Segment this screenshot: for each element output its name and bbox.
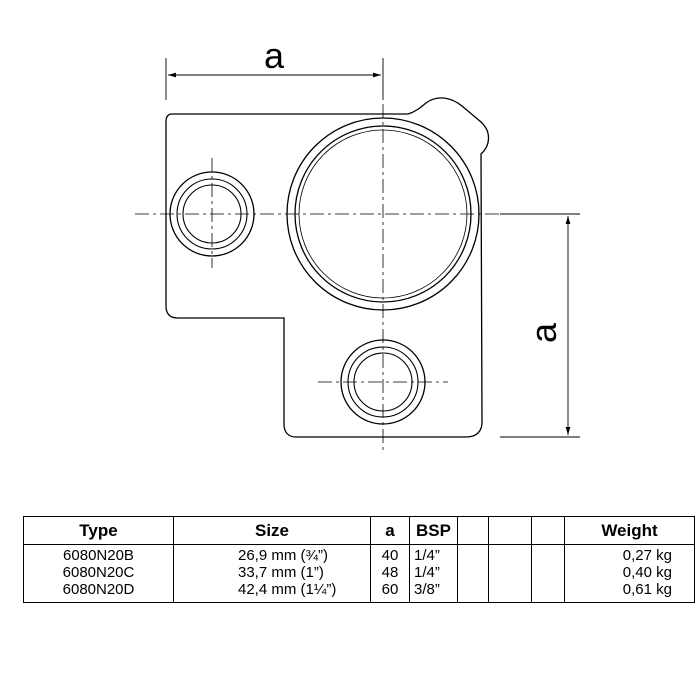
cell-empty — [531, 564, 565, 581]
cell-bsp: 1/4” — [409, 564, 458, 581]
header-type: Type — [23, 516, 174, 545]
centre-lines — [135, 104, 510, 450]
cell-size: 42,4 mm (1¼”) — [173, 581, 371, 603]
cell-size: 33,7 mm (1”) — [173, 564, 371, 581]
header-bsp: BSP — [409, 516, 458, 545]
cell-a: 40 — [370, 544, 410, 564]
cell-empty — [457, 581, 489, 603]
header-empty-3 — [531, 516, 565, 545]
cell-empty — [488, 581, 532, 603]
header-empty-2 — [488, 516, 532, 545]
header-a: a — [370, 516, 410, 545]
cell-bsp: 1/4” — [409, 544, 458, 564]
cell-empty — [531, 581, 565, 603]
spec-table: Type Size a BSP Weight 6080N20B 26,9 mm … — [23, 516, 695, 603]
cell-type: 6080N20D — [23, 581, 174, 603]
fitting-drawing: a a — [135, 35, 580, 450]
dimension-top-label: a — [264, 35, 285, 76]
cell-a: 48 — [370, 564, 410, 581]
cell-empty — [531, 544, 565, 564]
dimension-top — [165, 58, 384, 100]
cell-bsp: 3/8” — [409, 581, 458, 603]
dimension-right-label: a — [523, 322, 564, 343]
table-row: 6080N20C 33,7 mm (1”) 48 1/4” 0,40 kg — [23, 564, 695, 581]
cell-a: 60 — [370, 581, 410, 603]
cell-size: 26,9 mm (¾”) — [173, 544, 371, 564]
cell-weight: 0,27 kg — [564, 544, 695, 564]
header-empty-1 — [457, 516, 489, 545]
cell-empty — [488, 564, 532, 581]
table-header-row: Type Size a BSP Weight — [23, 516, 695, 545]
cell-weight: 0,40 kg — [564, 564, 695, 581]
fitting-body-outline — [165, 97, 490, 438]
table-row: 6080N20D 42,4 mm (1¼”) 60 3/8” 0,61 kg — [23, 581, 695, 603]
cell-type: 6080N20B — [23, 544, 174, 564]
cell-type: 6080N20C — [23, 564, 174, 581]
header-weight: Weight — [564, 516, 695, 545]
table-row: 6080N20B 26,9 mm (¾”) 40 1/4” 0,27 kg — [23, 544, 695, 564]
cell-weight: 0,61 kg — [564, 581, 695, 603]
cell-empty — [457, 544, 489, 564]
dimension-right — [500, 213, 580, 438]
header-size: Size — [173, 516, 371, 545]
cell-empty — [457, 564, 489, 581]
cell-empty — [488, 544, 532, 564]
